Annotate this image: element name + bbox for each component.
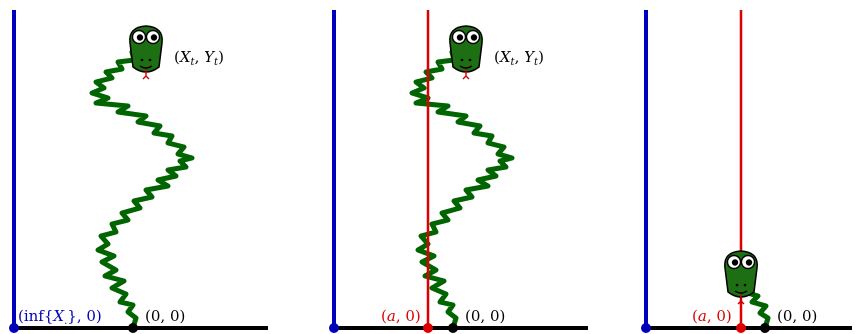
panel-3-origin-label: (0, 0) [777,307,817,325]
panel-2-snake-body [409,45,515,331]
panel-3: (0, 0) (a, 0) [641,10,852,333]
panel-1-boundary-label: (inf{X.}, 0) [18,307,102,327]
panel-1-boundary-dot [9,323,19,333]
panel-2-origin-label: (0, 0) [465,307,505,325]
panel-2-snake-head-icon [449,25,483,80]
panel-2: (Xt, Yt) (0, 0) (a, 0) [329,10,588,333]
panel-2-boundary-dot [329,323,339,333]
panel-2-marker-dot [423,323,433,333]
panel-1-origin-label: (0, 0) [145,307,185,325]
panel-3-origin-dot [760,323,770,333]
panel-1-snake-head-icon [129,25,163,80]
panel-3-boundary-dot [641,323,651,333]
panel-1: (Xt, Yt) (0, 0) (inf{X.}, 0) [9,10,268,333]
panel-3-marker-dot [736,323,746,333]
panel-1-snake-body [89,45,195,331]
panel-2-marker-label: (a, 0) [381,307,421,325]
panel-2-origin-dot [448,323,458,333]
panel-1-origin-dot [128,323,138,333]
panel-2-head-label: (Xt, Yt) [494,48,544,68]
panel-3-marker-label: (a, 0) [692,307,732,325]
panel-1-head-label: (Xt, Yt) [174,48,224,68]
